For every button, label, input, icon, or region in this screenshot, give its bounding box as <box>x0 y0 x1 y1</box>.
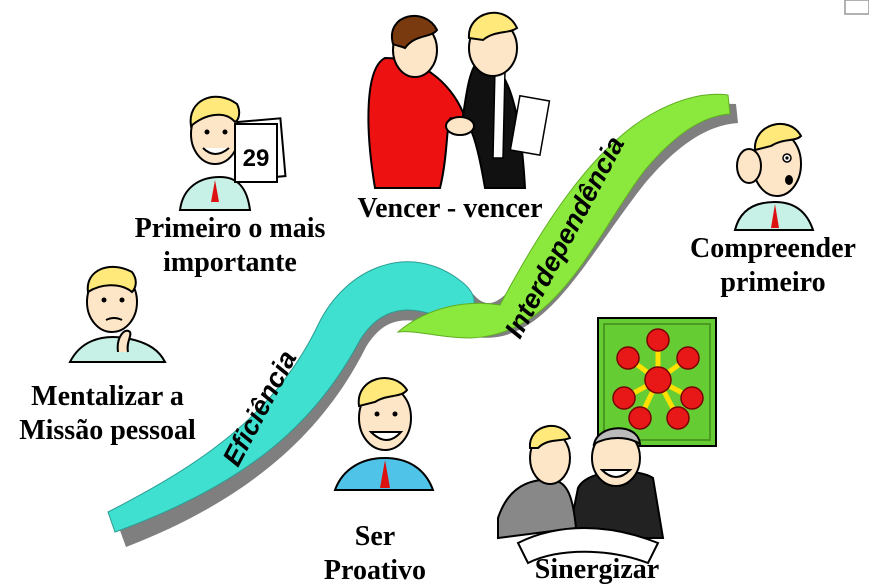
thinking-man-icon <box>68 265 167 363</box>
molecule-icon <box>597 317 717 447</box>
smiling-man-icon <box>333 377 435 491</box>
meeting-icon <box>497 425 665 565</box>
label-vencer-vencer: Vencer - vencer <box>357 193 543 224</box>
handshake-icon <box>367 11 551 189</box>
label-primeiro-importante: Primeiro o mais importante <box>134 213 326 278</box>
listening-man-icon <box>733 122 815 231</box>
ribbon-interdependencia <box>396 93 731 339</box>
ribbon-eficiencia <box>107 261 475 533</box>
label-compreender-primeiro: Compreender primeiro <box>690 233 856 298</box>
label-sinergizar: Sinergizar <box>534 554 660 585</box>
corner-box-icon <box>844 0 869 15</box>
calendar-day-label: 29 <box>243 145 270 172</box>
label-mentalizar-missao: Mentalizar a Missão pessoal <box>19 381 196 446</box>
label-ser-proativo: Ser Proativo <box>323 521 427 586</box>
calendar-man-icon: 29 <box>178 95 287 211</box>
